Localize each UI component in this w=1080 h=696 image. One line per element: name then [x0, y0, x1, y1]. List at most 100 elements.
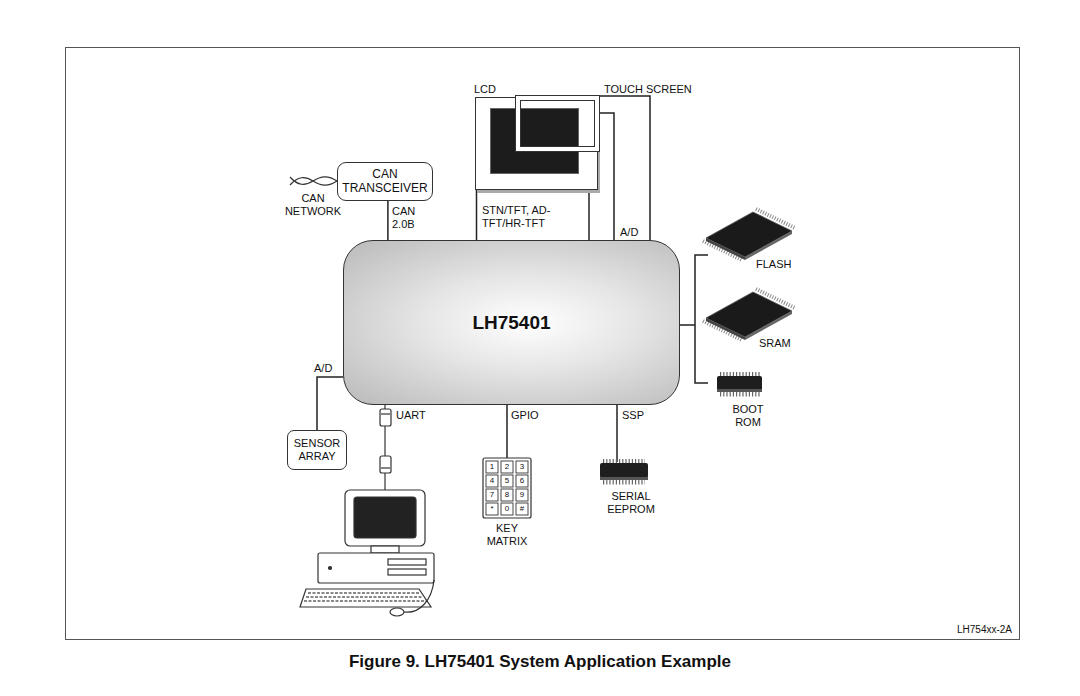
sram-chip	[703, 289, 795, 340]
uart-cable	[384, 426, 385, 456]
bus-label: CAN 2.0B	[392, 205, 426, 231]
keypad-key	[486, 503, 498, 515]
boot-rom-chip	[717, 389, 762, 392]
keypad-key	[516, 503, 528, 515]
keypad-key	[501, 489, 513, 501]
bus-wire	[588, 190, 590, 240]
key-legend: 3	[516, 461, 528, 473]
uart-cable	[380, 405, 391, 490]
key-legend: 6	[516, 475, 528, 487]
bus-wire	[476, 190, 478, 240]
lcd-screen	[490, 108, 579, 174]
key-legend: 0	[501, 503, 513, 515]
personal-computer	[300, 490, 434, 616]
ssp-wire	[616, 405, 618, 462]
chip-label: SRAM	[759, 337, 791, 350]
boot-rom-chip	[720, 392, 760, 397]
key-legend: 2	[501, 461, 513, 473]
personal-computer	[300, 589, 431, 607]
bus-label: STN/TFT, AD-TFT/HR-TFT	[482, 204, 582, 230]
sram-chip	[745, 311, 792, 340]
key-matrix-keypad	[483, 458, 531, 518]
processor-box: LH75401	[343, 240, 680, 405]
keypad-key	[516, 461, 528, 473]
uart-cable	[380, 456, 391, 473]
personal-computer	[404, 580, 434, 612]
box-label: SENSOR ARRAY	[291, 437, 343, 462]
personal-computer	[345, 490, 425, 546]
personal-computer	[371, 546, 399, 553]
can-network-twisted-pair	[290, 177, 337, 185]
keypad-key	[516, 489, 528, 501]
keypad-key	[486, 475, 498, 487]
serial-eeprom-chip	[600, 461, 648, 482]
key-legend: *	[486, 503, 498, 515]
serial-eeprom-chip	[603, 459, 645, 463]
serial-eeprom-chip	[600, 463, 648, 478]
bus-label: A/D	[620, 226, 638, 239]
touch-screen-panel: TOUCH SCREEN	[515, 95, 600, 152]
flash-chip	[706, 212, 792, 257]
memory-bus-bracket	[680, 255, 708, 383]
serial-eeprom-chip	[603, 480, 645, 485]
signal-name: SSP	[622, 409, 644, 422]
keypad-key	[501, 475, 513, 487]
key-legend: 7	[486, 489, 498, 501]
gpio-wire	[506, 405, 508, 459]
box-label: CAN TRANSCEIVER	[342, 168, 428, 196]
personal-computer	[390, 608, 404, 616]
network-label: CAN NETWORK	[276, 192, 350, 218]
key-legend: 8	[501, 489, 513, 501]
transceiver-box: CAN TRANSCEIVER	[337, 162, 433, 201]
personal-computer	[354, 497, 416, 538]
sram-chip	[706, 318, 745, 340]
key-legend: 1	[486, 461, 498, 473]
figure-code: LH754xx-2A	[957, 623, 1012, 636]
signal-name: GPIO	[511, 409, 539, 422]
keypad-key	[486, 489, 498, 501]
uart-cable	[381, 467, 390, 468]
can-network-twisted-pair	[290, 178, 337, 185]
chip-label: SERIAL EEPROM	[598, 490, 664, 516]
keypad-key	[516, 475, 528, 487]
bus-wire	[600, 113, 614, 240]
memory-bus-bracket	[680, 255, 708, 383]
flash-chip	[706, 238, 745, 260]
bus-wire	[317, 377, 343, 430]
gpio-wire	[506, 405, 508, 459]
personal-computer	[388, 569, 426, 575]
bus-wire	[600, 96, 650, 242]
can-network-twisted-pair	[290, 177, 337, 184]
sensor-array-box: SENSOR ARRAY	[287, 430, 347, 470]
key-legend: 9	[516, 489, 528, 501]
figure-caption: Figure 9. LH75401 System Application Exa…	[0, 652, 1080, 672]
key-legend: 5	[501, 475, 513, 487]
flash-chip	[745, 231, 792, 260]
box-label: LH75401	[472, 312, 550, 334]
sram-chip	[706, 292, 792, 337]
uart-cable	[381, 413, 390, 414]
ssp-wire	[616, 405, 618, 462]
chip-label: BOOT ROM	[722, 403, 774, 429]
key-legend: 4	[486, 475, 498, 487]
flash-chip	[703, 209, 795, 260]
keypad-key	[501, 461, 513, 473]
boot-rom-chip	[717, 376, 762, 391]
keypad-key	[501, 503, 513, 515]
personal-computer	[329, 567, 332, 570]
uart-cable	[380, 409, 391, 426]
personal-computer	[318, 553, 434, 583]
serial-eeprom-chip	[600, 477, 648, 480]
chip-label: FLASH	[756, 258, 791, 271]
personal-computer	[388, 559, 426, 565]
key-matrix-keypad	[483, 458, 531, 518]
signal-name: UART	[396, 409, 426, 422]
personal-computer	[304, 593, 426, 601]
boot-rom-chip	[717, 374, 762, 394]
uart-cable	[384, 473, 385, 490]
component-label: KEY MATRIX	[477, 522, 537, 548]
boot-rom-chip	[720, 372, 760, 376]
panel-heading: TOUCH SCREEN	[604, 83, 692, 95]
panel-heading: LCD	[474, 83, 496, 95]
